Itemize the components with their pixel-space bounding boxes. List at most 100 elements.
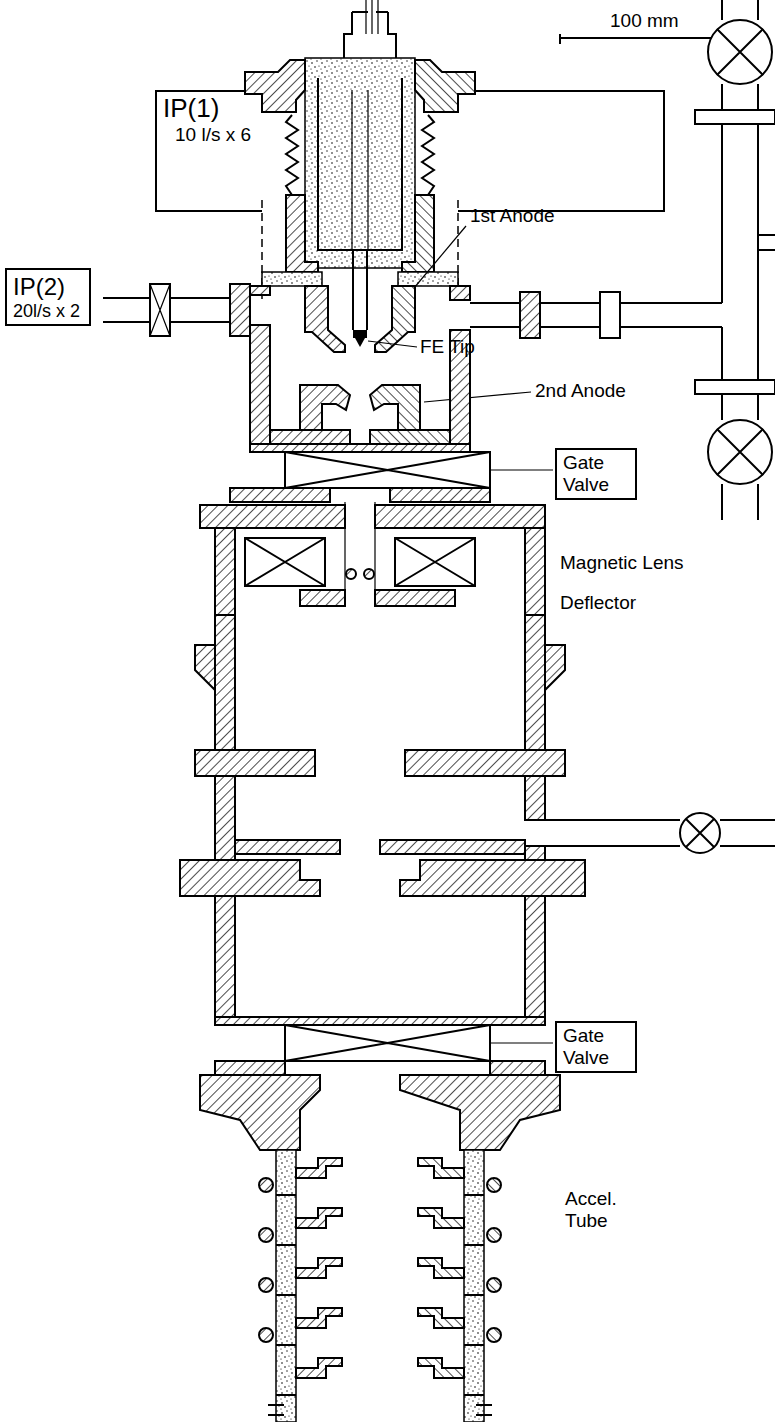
feedthrough [305,0,415,268]
pump-box: IP(1)10 l/s x 6 [155,90,665,212]
drift-chamber [545,820,775,846]
fe-tip [353,250,367,347]
chamber-wall [250,325,270,450]
magnetic-lens [200,505,345,528]
gun-housing [245,60,305,112]
gun-housing [286,195,318,272]
part-label: Accel. Tube [565,1188,635,1232]
gate-valve [490,1061,545,1075]
accel-tube [276,1150,296,1422]
accel-tube [259,1278,273,1292]
drift-chamber [195,645,215,690]
gate-valve [390,488,490,502]
accel-tube [259,1328,273,1342]
leader-lines [414,226,466,288]
leader-lines [424,392,531,402]
pumping-line [695,110,775,124]
accel-tube [259,1150,342,1422]
part-label: Magnetic Lens [560,552,684,574]
magnetic-lens [395,538,475,586]
node-text: 10 l/s x 6 [175,124,251,146]
pump-box: IP(2)20l/s x 2 [5,268,91,326]
drift-chamber [195,750,315,776]
accel-tube [268,1405,284,1415]
drift-chamber [525,776,545,820]
magnetic-lens [215,528,235,615]
pumping-line [758,235,775,250]
gun-housing [300,385,350,430]
valve-label-box: Gate Valve [555,448,637,500]
accel-tube [418,1150,501,1422]
accel-tube [296,1158,342,1178]
pumping-line [708,420,772,484]
drift-chamber [525,846,545,860]
pumping-line [717,29,763,75]
pumping-line [717,429,763,475]
magnetic-lens [300,590,345,606]
bottom-flange [400,1075,560,1150]
gate-valve [490,1042,553,1043]
fe-tip [355,338,365,347]
chamber-wall [250,286,270,295]
gate-valve [215,1061,285,1075]
accel-tube [259,1228,273,1242]
magnetic-lens [245,538,325,586]
chamber-wall [250,286,470,452]
drift-chamber [525,615,545,750]
node-title: IP(2) [13,273,65,301]
drift-chamber [680,813,720,853]
accel-tube [296,1258,342,1278]
feedthrough [344,12,396,60]
node-title: Gate Valve [563,1025,627,1069]
drift-chamber [215,1017,545,1025]
magnetic-lens [525,528,545,615]
accel-tube [296,1308,342,1328]
pump-port [103,284,250,336]
gate-valve [285,1025,490,1061]
accel-tube [296,1358,342,1378]
feedthrough [318,78,402,250]
accel-tube [276,1195,296,1395]
magnetic-lens [345,502,375,606]
pumping-line [470,303,722,327]
gun-housing [270,430,350,444]
bottom-flange [200,1075,560,1150]
feedthrough [366,0,378,34]
accel-tube [259,1178,273,1192]
gun-housing [305,286,345,352]
magnetic-lens [375,505,545,528]
drift-chamber [380,840,525,854]
accel-tube [296,1208,342,1228]
chamber-wall [450,286,470,300]
magnetic-lens [200,502,545,615]
drift-chamber [235,840,340,854]
pump-port [150,284,170,336]
drift-chamber [215,776,235,860]
gate-valve [230,452,553,502]
scale-label: 100 mm [610,10,679,32]
magnetic-lens [364,569,374,579]
pumping-line [708,20,772,84]
gate-valve [215,1025,553,1075]
fe-tip [353,250,367,330]
gate-valve [490,469,553,470]
pump-port [150,284,170,336]
node-title: Gate Valve [563,452,627,496]
part-label: 2nd Anode [535,380,626,402]
magnetic-lens [346,569,356,579]
magnetic-lens [375,590,455,606]
part-label: 1st Anode [470,205,555,227]
gun-housing [262,272,322,286]
leader-lines [368,341,417,347]
part-label: Deflector [560,592,636,614]
gate-valve [285,452,490,488]
drift-chamber [400,860,585,896]
feedthrough [305,58,415,268]
drift-chamber [215,615,235,750]
drift-chamber [180,860,320,896]
node-text: 20l/s x 2 [13,301,80,322]
fe-tip [353,330,367,338]
gate-valve [285,452,490,488]
magnetic-lens [245,538,325,586]
